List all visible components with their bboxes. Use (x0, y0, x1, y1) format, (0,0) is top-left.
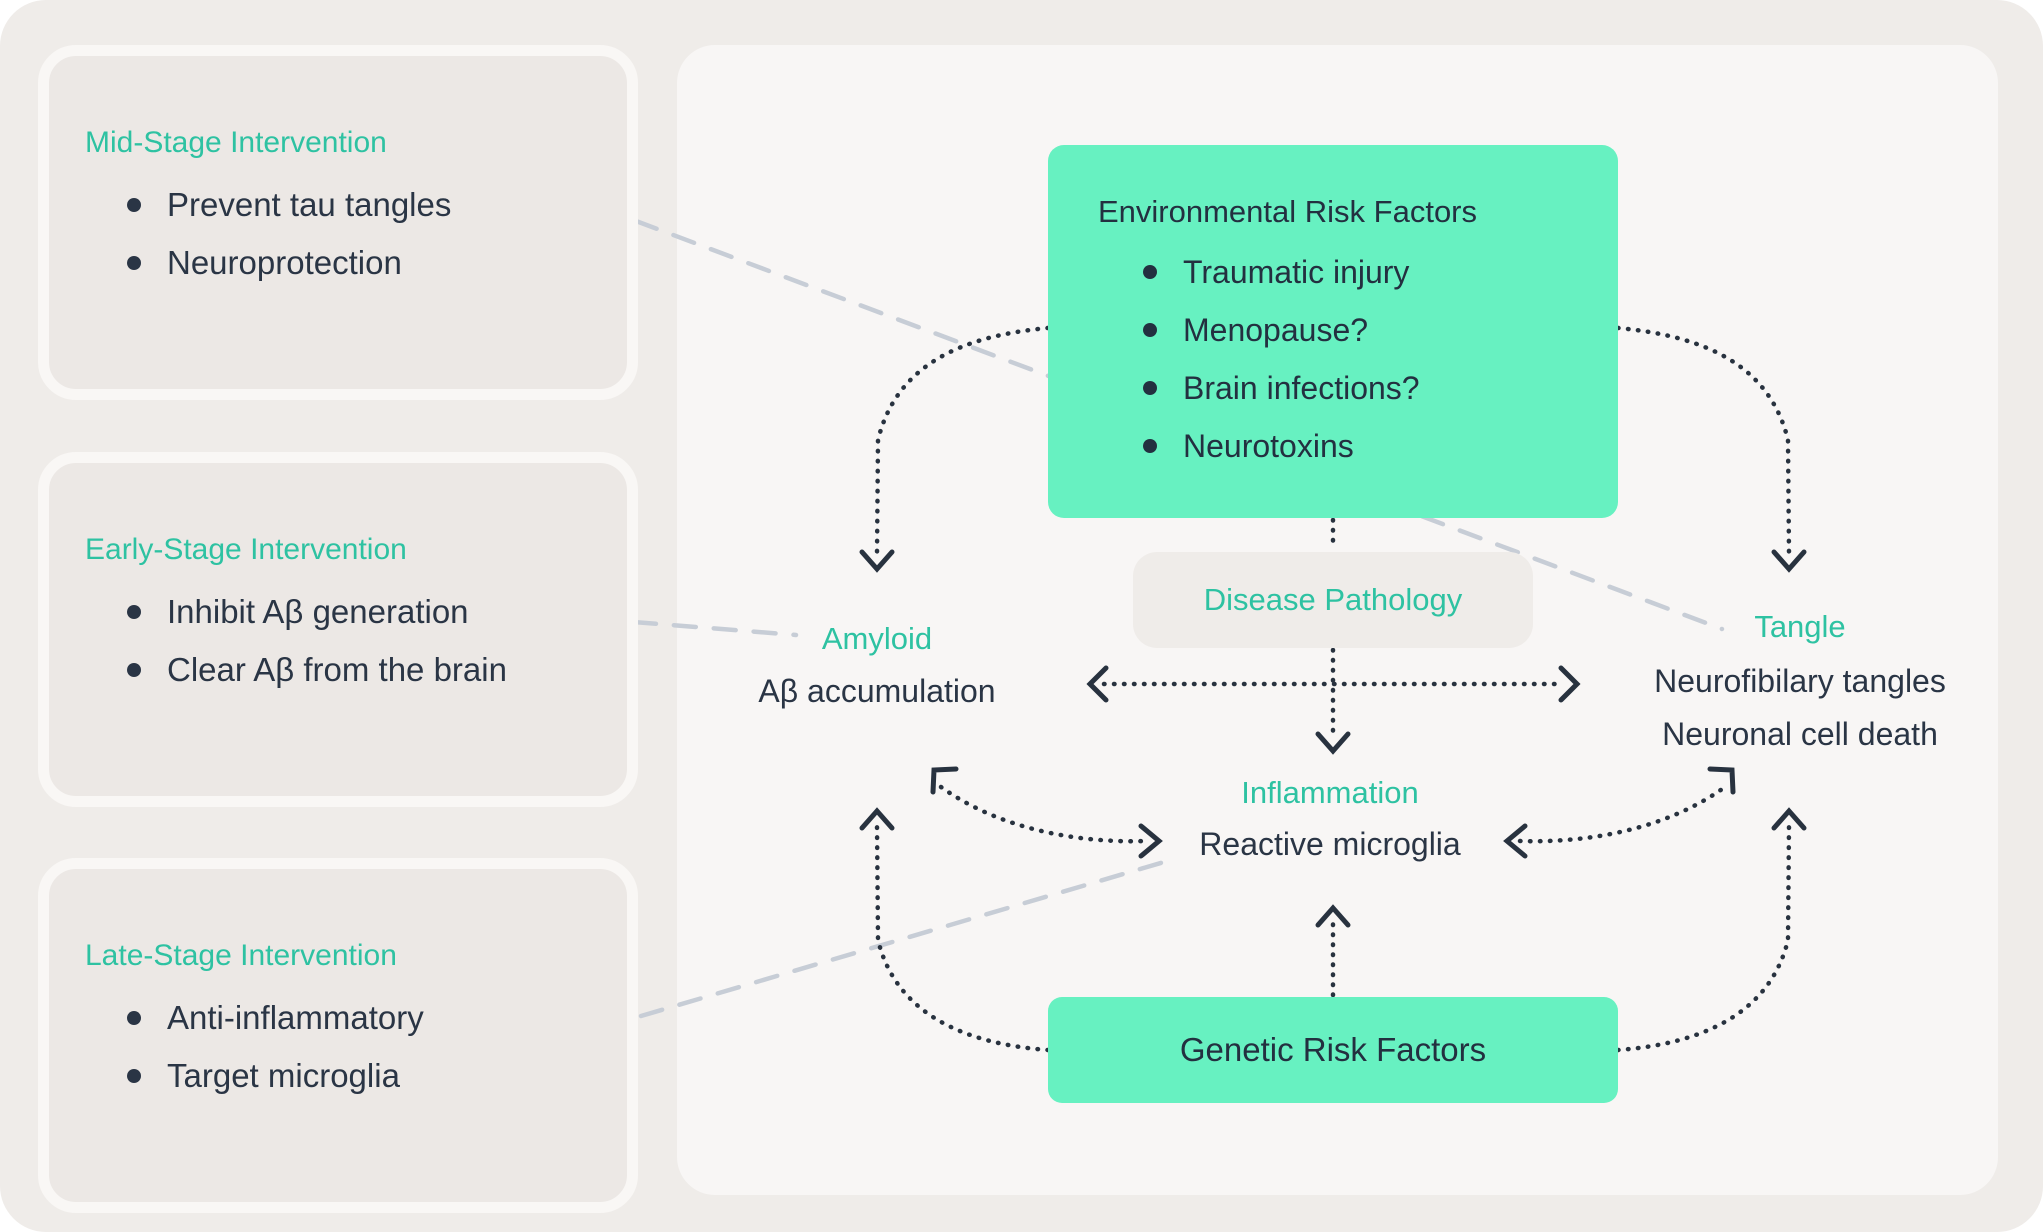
bullet-icon (1143, 381, 1157, 395)
arrowhead-right-inflammation-curve (1138, 823, 1163, 859)
bullet-label: Prevent tau tangles (167, 186, 452, 223)
bullet-label: Menopause? (1183, 311, 1369, 348)
tangle-node-label: Tangle (1754, 609, 1846, 644)
environmental-risk-factors-box: Environmental Risk Factors Traumatic inj… (1048, 145, 1618, 518)
list-item: Brain infections? (1143, 359, 1606, 417)
arrowhead-down-tangle (1771, 549, 1807, 573)
bullet-icon (127, 256, 141, 270)
arrowhead-right-tangle (1558, 665, 1581, 703)
amyloid-node-sub: Aβ accumulation (758, 673, 996, 709)
card-title: Late-Stage Intervention (85, 939, 397, 972)
arrow-genetic-to-tangle (1615, 823, 1792, 1053)
list-item: Target microglia (127, 1047, 607, 1105)
bullet-icon (1143, 323, 1157, 337)
bullet-icon (127, 605, 141, 619)
arrow-env-to-tangle (1615, 325, 1792, 557)
arrowheads (859, 549, 1807, 928)
bullet-label: Clear Aβ from the brain (167, 651, 507, 688)
bullet-label: Neuroprotection (167, 244, 402, 281)
dashed-link-latestage-inflammation (638, 859, 1167, 1019)
inflammation-node-sub: Reactive microglia (1199, 826, 1461, 862)
card-bullet-list: Anti-inflammatory Target microglia (127, 989, 607, 1105)
dashed-link-earlystage-amyloid (631, 619, 799, 638)
bullet-label: Target microglia (167, 1057, 400, 1094)
card-bullet-list: Inhibit Aβ generation Clear Aβ from the … (127, 583, 607, 699)
arrow-genetic-to-amyloid (874, 823, 1051, 1053)
arrow-inflammation-tangle-curve (1517, 784, 1728, 844)
disease-pathology-box: Disease Pathology (1133, 552, 1533, 648)
bullet-label: Neurotoxins (1183, 427, 1354, 464)
arrow-amyloid-inflammation-curve (938, 784, 1149, 844)
card-mid-stage-intervention: Mid-Stage Intervention Prevent tau tangl… (38, 45, 638, 400)
amyloid-node-label: Amyloid (821, 621, 933, 656)
tangle-node-sub2: Neuronal cell death (1662, 716, 1938, 752)
bullet-label: Anti-inflammatory (167, 999, 424, 1036)
dotted-flow-arrows (874, 325, 1792, 1053)
card-late-stage-intervention: Late-Stage Intervention Anti-inflammator… (38, 858, 638, 1213)
tangle-node-sub1: Neurofibilary tangles (1654, 663, 1946, 699)
bullet-label: Inhibit Aβ generation (167, 593, 469, 630)
list-item: Clear Aβ from the brain (127, 641, 607, 699)
card-early-stage-intervention: Early-Stage Intervention Inhibit Aβ gene… (38, 452, 638, 807)
bullet-icon (1143, 265, 1157, 279)
bullet-label: Brain infections? (1183, 369, 1420, 406)
list-item: Neurotoxins (1143, 417, 1606, 475)
card-bullet-list: Prevent tau tangles Neuroprotection (127, 176, 607, 292)
card-title: Early-Stage Intervention (85, 533, 407, 566)
arrowhead-upleft-amyloid-curve (930, 766, 959, 795)
bullet-icon (1143, 439, 1157, 453)
arrowhead-down-inflammation (1315, 731, 1351, 755)
disease-pathology-label: Disease Pathology (1203, 582, 1463, 617)
list-item: Traumatic injury (1143, 243, 1606, 301)
list-item: Anti-inflammatory (127, 989, 607, 1047)
bullet-icon (127, 198, 141, 212)
env-box-title: Environmental Risk Factors (1098, 194, 1478, 229)
list-item: Neuroprotection (127, 234, 607, 292)
inflammation-node-label: Inflammation (1241, 775, 1419, 810)
genetic-risk-factors-box: Genetic Risk Factors (1048, 997, 1618, 1103)
bullet-icon (127, 663, 141, 677)
list-item: Inhibit Aβ generation (127, 583, 607, 641)
arrowhead-left-amyloid (1086, 665, 1109, 703)
bullet-icon (127, 1069, 141, 1083)
card-title: Mid-Stage Intervention (85, 126, 387, 159)
env-bullet-list: Traumatic injury Menopause? Brain infect… (1143, 243, 1606, 475)
list-item: Menopause? (1143, 301, 1606, 359)
genetic-risk-factors-label: Genetic Risk Factors (1179, 1031, 1487, 1068)
arrowhead-upright-tangle-curve (1707, 766, 1736, 795)
arrowhead-left-inflammation-curve (1503, 823, 1528, 859)
arrowhead-up-genetic-inflammation (1315, 904, 1351, 928)
arrowhead-up-genetic-amyloid (859, 807, 895, 831)
list-item: Prevent tau tangles (127, 176, 607, 234)
bullet-icon (127, 1011, 141, 1025)
bullet-label: Traumatic injury (1183, 253, 1410, 290)
arrowhead-down-amyloid (859, 549, 895, 573)
arrow-env-to-amyloid (874, 325, 1051, 557)
arrowhead-up-genetic-tangle (1771, 807, 1807, 831)
